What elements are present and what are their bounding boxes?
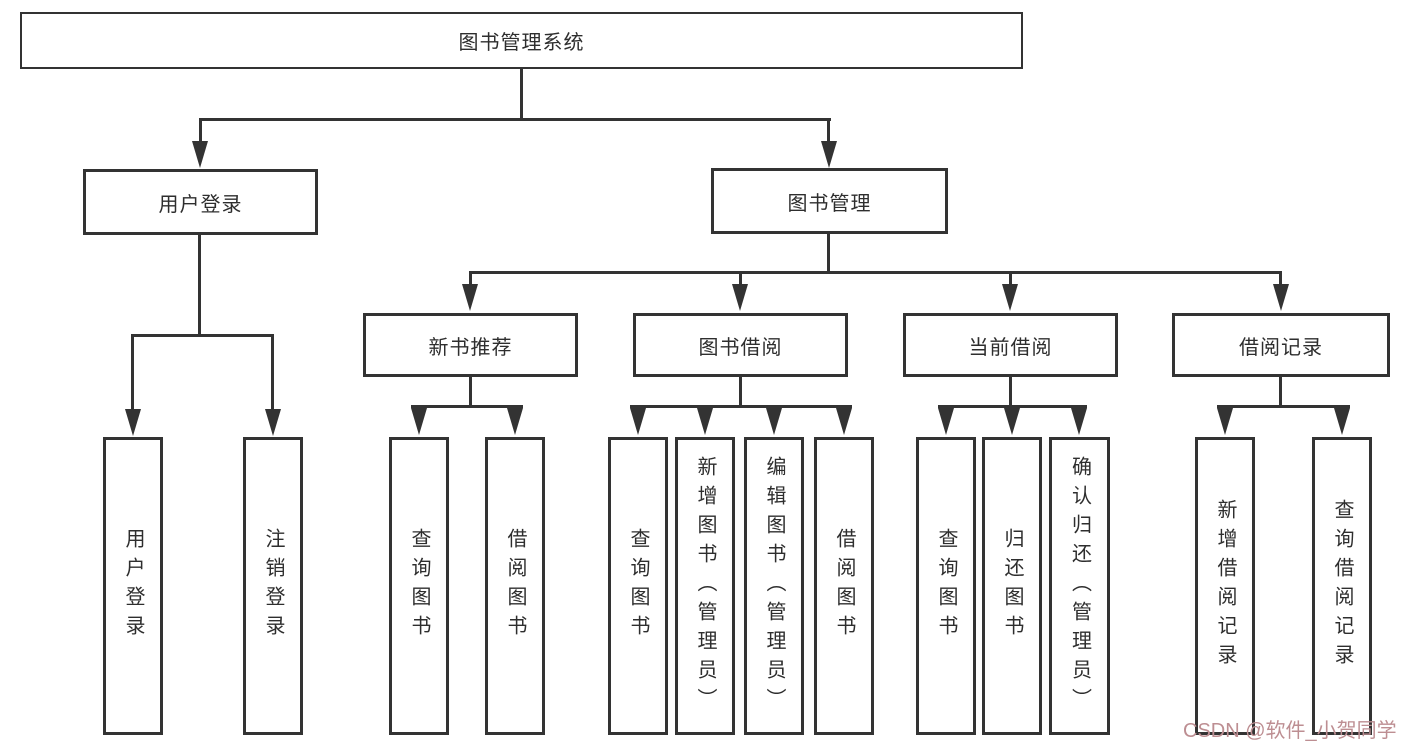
arrow-down-icon bbox=[265, 409, 281, 436]
leaf-label: 新增图书（管理员） bbox=[694, 455, 716, 717]
leaf-return-books: 归还图书 bbox=[982, 437, 1042, 735]
leaf-label: 确认归还（管理员） bbox=[1068, 455, 1091, 717]
arrow-down-icon bbox=[411, 408, 427, 435]
arrow-down-icon bbox=[192, 141, 208, 168]
connector-vline bbox=[199, 118, 202, 144]
connector-vline bbox=[1009, 271, 1012, 287]
node-current-borrowing: 当前借阅 bbox=[903, 313, 1118, 377]
arrow-down-icon bbox=[836, 408, 852, 435]
leaf-add-book-admin: 新增图书（管理员） bbox=[675, 437, 735, 735]
arrow-down-icon bbox=[938, 408, 954, 435]
node-book-borrowing: 图书借阅 bbox=[633, 313, 848, 377]
connector-vline bbox=[271, 334, 274, 411]
node-new-book-recommendation: 新书推荐 bbox=[363, 313, 578, 377]
connector-vline bbox=[827, 234, 830, 273]
leaf-edit-book-admin: 编辑图书（管理员） bbox=[744, 437, 804, 735]
node-label: 用户登录 bbox=[158, 193, 243, 216]
leaf-query-books-recommend: 查询图书 bbox=[389, 437, 449, 735]
leaf-query-borrow-record: 查询借阅记录 bbox=[1312, 437, 1372, 735]
connector-vline bbox=[827, 118, 830, 144]
leaf-label: 查询图书 bbox=[935, 528, 957, 644]
leaf-query-books-borrowing: 查询图书 bbox=[608, 437, 668, 735]
leaf-label: 借阅图书 bbox=[504, 528, 526, 644]
connector-hbar bbox=[469, 271, 1282, 274]
node-label: 图书管理 bbox=[787, 192, 872, 215]
arrow-down-icon bbox=[1334, 408, 1350, 435]
arrow-down-icon bbox=[766, 408, 782, 435]
leaf-label: 归还图书 bbox=[1001, 528, 1023, 644]
connector-hbar bbox=[411, 405, 523, 408]
arrow-down-icon bbox=[630, 408, 646, 435]
connector-vline bbox=[1279, 271, 1282, 287]
node-label: 当前借阅 bbox=[968, 336, 1053, 359]
connector-vline bbox=[1279, 377, 1282, 408]
connector-vline bbox=[739, 271, 742, 287]
watermark: CSDN @软件_小贺同学 bbox=[1183, 720, 1397, 742]
leaf-label: 新增借阅记录 bbox=[1214, 499, 1236, 673]
node-label: 图书管理系统 bbox=[458, 32, 585, 54]
arrow-down-icon bbox=[1217, 408, 1233, 435]
node-label: 新书推荐 bbox=[428, 336, 513, 359]
leaf-label: 注销登录 bbox=[262, 528, 284, 644]
connector-vline bbox=[469, 377, 472, 408]
leaf-logout: 注销登录 bbox=[243, 437, 303, 735]
leaf-borrow-books-recommend: 借阅图书 bbox=[485, 437, 545, 735]
node-label: 借阅记录 bbox=[1239, 336, 1323, 359]
arrow-down-icon bbox=[1002, 284, 1018, 311]
node-library-management-system: 图书管理系统 bbox=[20, 12, 1023, 69]
leaf-query-books-current: 查询图书 bbox=[916, 437, 976, 735]
connector-hbar bbox=[938, 405, 1087, 408]
connector-hbar bbox=[1217, 405, 1350, 408]
arrow-down-icon bbox=[507, 408, 523, 435]
leaf-add-borrow-record: 新增借阅记录 bbox=[1195, 437, 1255, 735]
connector-vline bbox=[739, 377, 742, 408]
arrow-down-icon bbox=[1273, 284, 1289, 311]
arrow-down-icon bbox=[125, 409, 141, 436]
leaf-label: 借阅图书 bbox=[833, 528, 855, 644]
connector-vline bbox=[1009, 377, 1012, 408]
arrow-down-icon bbox=[1071, 408, 1087, 435]
leaf-confirm-return-admin: 确认归还（管理员） bbox=[1049, 437, 1110, 735]
arrow-down-icon bbox=[1004, 408, 1020, 435]
connector-vline bbox=[131, 334, 134, 411]
arrow-down-icon bbox=[462, 284, 478, 311]
leaf-label: 编辑图书（管理员） bbox=[763, 455, 785, 717]
arrow-down-icon bbox=[821, 141, 837, 168]
connector-vline bbox=[198, 235, 201, 336]
node-book-management: 图书管理 bbox=[711, 168, 948, 234]
leaf-label: 用户登录 bbox=[122, 528, 144, 644]
node-borrow-records: 借阅记录 bbox=[1172, 313, 1390, 377]
connector-hbar bbox=[199, 118, 831, 121]
connector-vline bbox=[520, 68, 523, 119]
connector-vline bbox=[469, 271, 472, 287]
arrow-down-icon bbox=[697, 408, 713, 435]
node-user-login: 用户登录 bbox=[83, 169, 318, 235]
connector-hbar bbox=[630, 405, 852, 408]
leaf-label: 查询图书 bbox=[627, 528, 649, 644]
node-label: 图书借阅 bbox=[698, 336, 783, 359]
leaf-borrow-books: 借阅图书 bbox=[814, 437, 874, 735]
connector-hbar bbox=[131, 334, 274, 337]
leaf-label: 查询图书 bbox=[408, 528, 430, 644]
leaf-label: 查询借阅记录 bbox=[1331, 499, 1353, 673]
leaf-user-login: 用户登录 bbox=[103, 437, 163, 735]
arrow-down-icon bbox=[732, 284, 748, 311]
